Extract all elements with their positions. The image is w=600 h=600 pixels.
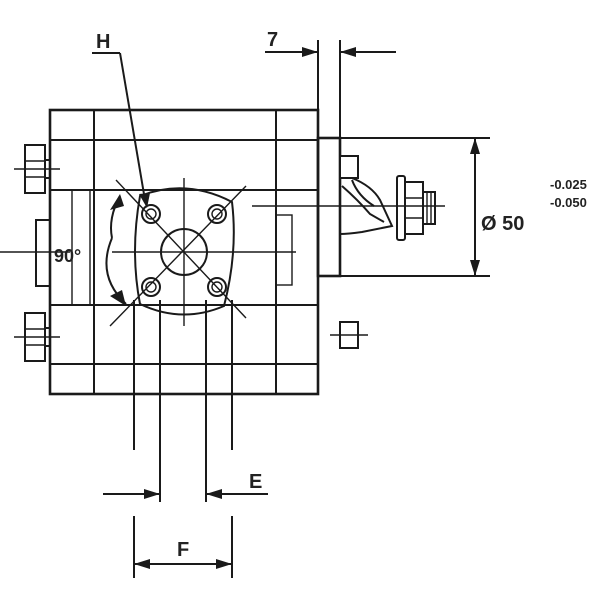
bolt-hole-top-left	[141, 204, 161, 224]
diameter-dimension	[340, 137, 490, 277]
hole-leader	[92, 52, 150, 208]
bolt-hole-bottom-left	[141, 277, 161, 297]
bolt-hole-top-right	[207, 204, 227, 224]
tolerance-lower: -0.050	[550, 195, 587, 210]
hole-label: H	[96, 31, 110, 53]
flange-center-lines	[109, 178, 296, 327]
left-bolt-bottom	[14, 312, 60, 362]
e-f-extension-lines	[133, 300, 233, 578]
bolt-hole-bottom-right	[207, 277, 227, 297]
bolt-holes	[141, 204, 227, 297]
thickness-dimension	[265, 40, 396, 138]
tolerance-upper: -0.025	[550, 177, 587, 192]
drive-shaft	[339, 175, 436, 241]
angle-dimension	[105, 194, 127, 306]
angle-label: 90°	[54, 246, 81, 266]
dim-f-label: F	[177, 539, 189, 561]
f-dimension	[134, 559, 232, 569]
thickness-label: 7	[267, 29, 278, 51]
left-port	[35, 219, 51, 287]
mounting-flange	[316, 136, 368, 349]
left-bolt-top	[14, 144, 60, 194]
diameter-label: Ø 50	[481, 213, 524, 235]
e-dimension	[103, 489, 268, 499]
dim-e-label: E	[249, 471, 262, 493]
